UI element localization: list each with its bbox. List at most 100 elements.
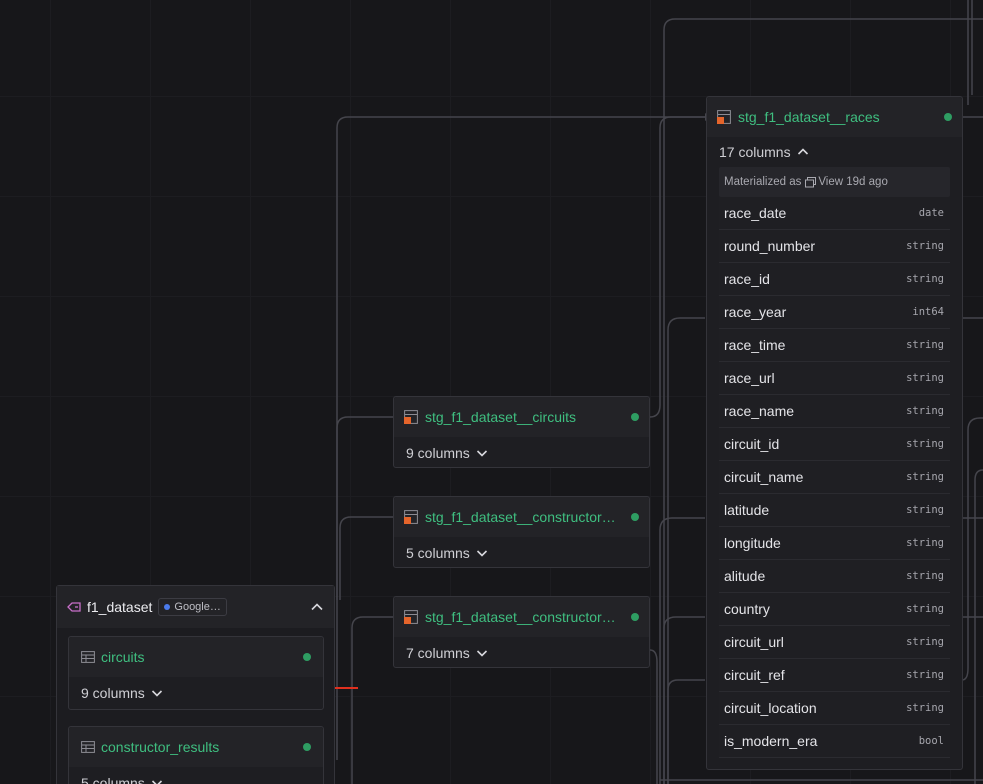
column-row[interactable]: round_number string — [719, 230, 950, 263]
column-name: is_modern_era — [724, 733, 818, 749]
chevron-down-icon — [476, 550, 487, 557]
source-group-f1-dataset[interactable]: f1_dataset Google… circuits 9 columns — [56, 585, 335, 784]
column-type: string — [906, 537, 944, 549]
columns-toggle[interactable]: 9 columns — [394, 437, 649, 469]
column-type: string — [906, 702, 944, 714]
chevron-down-icon — [151, 780, 162, 784]
model-icon — [717, 110, 731, 124]
status-dot — [631, 513, 639, 521]
materialized-age: 19d ago — [846, 176, 888, 188]
source-icon — [67, 602, 81, 612]
columns-count: 9 columns — [406, 445, 470, 461]
materialized-prefix: Materialized as — [724, 176, 802, 188]
google-icon — [164, 604, 171, 610]
column-name: race_time — [724, 337, 786, 353]
model-name: stg_f1_dataset__constructor_st… — [425, 609, 623, 625]
column-name: race_date — [724, 205, 787, 221]
view-icon — [805, 176, 817, 187]
column-name: latitude — [724, 502, 770, 518]
column-row[interactable]: is_modern_era bool — [719, 725, 950, 758]
warehouse-badge-label: Google… — [174, 601, 221, 613]
column-row[interactable]: longitude string — [719, 527, 950, 560]
column-name: circuit_url — [724, 634, 784, 650]
status-dot — [631, 413, 639, 421]
chevron-down-icon — [476, 650, 487, 657]
column-row[interactable]: circuit_name string — [719, 461, 950, 494]
chevron-up-icon[interactable] — [310, 600, 324, 614]
materialized-type: View — [818, 176, 844, 188]
column-name: longitude — [724, 535, 781, 551]
model-icon — [404, 410, 418, 424]
column-type: string — [906, 603, 944, 615]
column-type: string — [906, 471, 944, 483]
columns-count: 5 columns — [81, 775, 145, 784]
source-name: f1_dataset — [87, 599, 153, 615]
column-row[interactable]: circuit_ref string — [719, 659, 950, 692]
model-node-constructor-standings[interactable]: stg_f1_dataset__constructor_st… 7 column… — [393, 596, 650, 668]
column-name: alitude — [724, 568, 766, 584]
column-type: string — [906, 339, 944, 351]
column-type: string — [906, 372, 944, 384]
source-table-header: constructor_results — [69, 727, 323, 767]
table-icon — [81, 741, 95, 753]
column-row[interactable]: race_name string — [719, 395, 950, 428]
column-type: string — [906, 273, 944, 285]
column-row[interactable]: race_time string — [719, 329, 950, 362]
column-row[interactable]: race_date date — [719, 197, 950, 230]
columns-toggle[interactable]: 5 columns — [69, 767, 323, 784]
status-dot — [944, 113, 952, 121]
column-row[interactable]: alitude string — [719, 560, 950, 593]
source-table-header: circuits — [69, 637, 323, 677]
columns-count: 17 columns — [719, 144, 791, 160]
model-name: stg_f1_dataset__constructor_r… — [425, 509, 623, 525]
model-node-header: stg_f1_dataset__circuits — [394, 397, 649, 437]
columns-toggle[interactable]: 9 columns — [69, 677, 323, 709]
model-node-races[interactable]: stg_f1_dataset__races 17 columns Materia… — [706, 96, 963, 770]
chevron-down-icon — [151, 690, 162, 697]
source-group-header: f1_dataset Google… — [57, 586, 334, 628]
column-name: race_name — [724, 403, 795, 419]
column-name: circuit_ref — [724, 667, 785, 683]
column-name: round_number — [724, 238, 816, 254]
warehouse-badge: Google… — [158, 598, 227, 616]
chevron-down-icon — [476, 450, 487, 457]
columns-toggle[interactable]: 7 columns — [394, 637, 649, 669]
source-table-card[interactable]: circuits 9 columns — [68, 636, 324, 710]
column-type: bool — [918, 735, 944, 747]
column-type: string — [906, 570, 944, 582]
column-type: date — [918, 207, 944, 219]
columns-count: 5 columns — [406, 545, 470, 561]
status-dot — [303, 653, 311, 661]
column-row[interactable]: race_url string — [719, 362, 950, 395]
columns-toggle[interactable]: 17 columns — [707, 137, 962, 167]
edge-source-to-circuits — [336, 416, 393, 600]
column-type: string — [906, 240, 944, 252]
edge-circuits-to-races — [649, 116, 705, 418]
column-type: string — [906, 669, 944, 681]
columns-count: 9 columns — [81, 685, 145, 701]
column-type: int64 — [912, 306, 944, 318]
source-table-name: circuits — [101, 649, 145, 665]
columns-toggle[interactable]: 5 columns — [394, 537, 649, 569]
model-node-circuits[interactable]: stg_f1_dataset__circuits 9 columns — [393, 396, 650, 468]
model-node-constructor-results[interactable]: stg_f1_dataset__constructor_r… 5 columns — [393, 496, 650, 568]
column-type: string — [906, 405, 944, 417]
column-name: race_url — [724, 370, 775, 386]
edge-source-to-constructor-r — [339, 516, 393, 600]
column-name: circuit_name — [724, 469, 804, 485]
column-name: circuit_id — [724, 436, 780, 452]
model-name: stg_f1_dataset__races — [738, 109, 880, 125]
model-name: stg_f1_dataset__circuits — [425, 409, 576, 425]
columns-count: 7 columns — [406, 645, 470, 661]
model-icon — [404, 610, 418, 624]
source-table-card[interactable]: constructor_results 5 columns — [68, 726, 324, 784]
